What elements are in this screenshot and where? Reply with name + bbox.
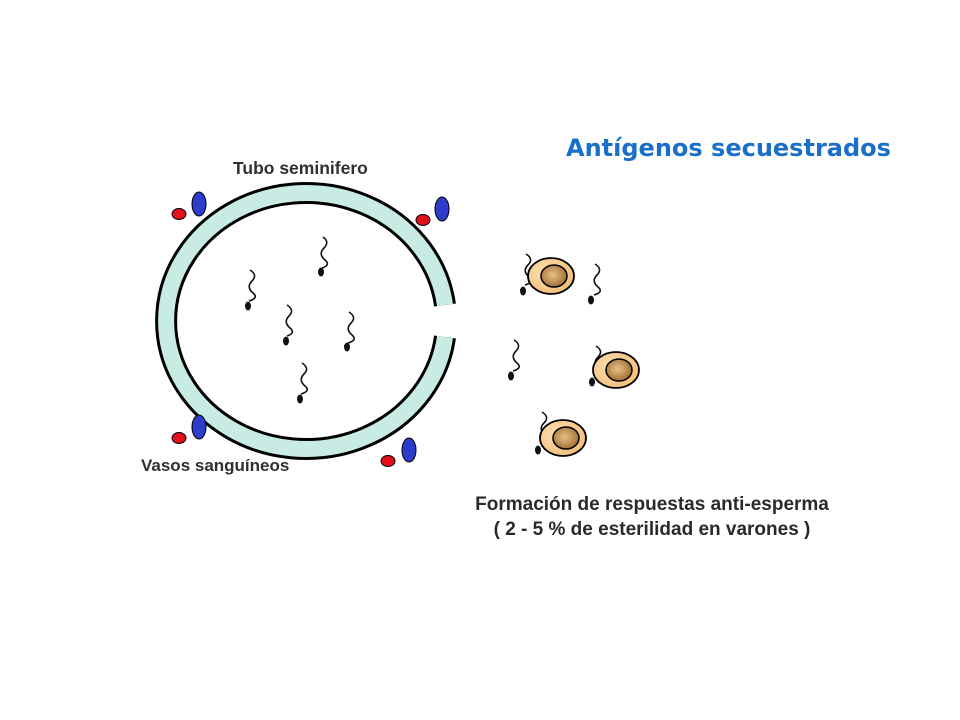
immune-cell-1 [520, 253, 575, 296]
blood-cells [171, 191, 450, 467]
tubule-label: Tubo seminifero [233, 158, 368, 178]
blood-cell-pair-bottom-right [380, 437, 417, 467]
blood-cell-pair-bottom-left [171, 414, 207, 444]
response-caption: Formación de respuestas anti-esperma ( 2… [437, 492, 867, 542]
sperm-outside [508, 263, 602, 381]
sperm-7 [508, 339, 521, 381]
seminiferous-tubule [155, 182, 456, 460]
immune-cells [520, 253, 640, 457]
sperm-1 [318, 236, 329, 277]
sperm-5 [297, 362, 309, 404]
response-line-1: Formación de respuestas anti-esperma [475, 494, 829, 515]
response-line-2: ( 2 - 5 % de esterilidad en varones ) [493, 519, 811, 540]
sperm-inside [245, 236, 356, 404]
sperm-2 [245, 269, 257, 311]
immune-cell-3 [535, 411, 587, 457]
blood-vessels-label: Vasos sanguíneos [141, 456, 290, 475]
slide-title: Antígenos secuestrados [566, 134, 891, 162]
sperm-4 [344, 311, 356, 352]
sperm-3 [283, 304, 294, 346]
blood-cell-pair-top-left [171, 191, 207, 220]
blood-cell-pair-top-right [415, 196, 450, 226]
sperm-6 [588, 263, 602, 305]
immune-cell-2 [589, 345, 640, 389]
